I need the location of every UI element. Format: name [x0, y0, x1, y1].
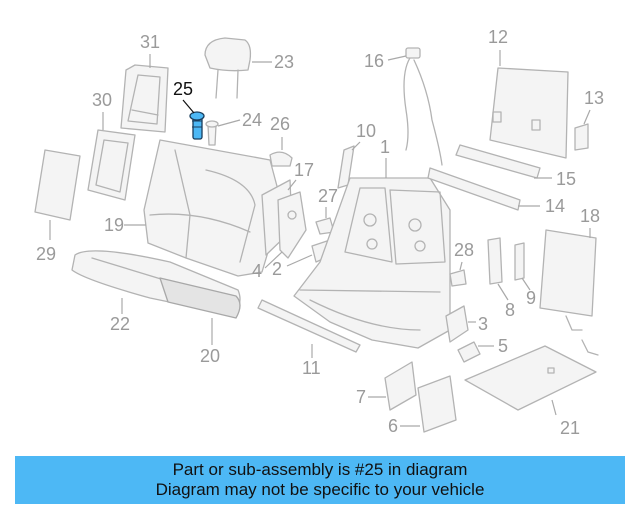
label-25: 25 [173, 79, 193, 99]
banner-line-2: Diagram may not be specific to your vehi… [155, 480, 485, 499]
part-18[interactable] [539, 229, 597, 331]
label-13: 13 [584, 88, 604, 108]
label-18: 18 [580, 206, 600, 226]
leader-17 [287, 179, 297, 191]
part-23[interactable] [204, 37, 252, 99]
label-21: 21 [560, 418, 580, 438]
leader-2 [286, 254, 313, 267]
part-1[interactable] [293, 177, 451, 349]
label-29: 29 [36, 244, 56, 264]
label-28: 28 [454, 240, 474, 260]
leader-10 [351, 141, 361, 151]
part-11[interactable] [257, 299, 361, 353]
label-1: 1 [380, 137, 390, 157]
part-29[interactable] [34, 149, 81, 221]
label-7: 7 [356, 387, 366, 407]
leader-21 [551, 399, 557, 416]
part-3[interactable] [445, 305, 469, 343]
label-20: 20 [200, 346, 220, 366]
label-14: 14 [545, 196, 565, 216]
label-26: 26 [270, 114, 290, 134]
part-26[interactable] [269, 151, 293, 167]
leader-25 [182, 99, 195, 114]
label-22: 22 [110, 314, 130, 334]
part-20[interactable] [159, 277, 241, 319]
part-28[interactable] [449, 269, 467, 287]
part-5[interactable] [457, 341, 481, 363]
part-12[interactable] [489, 67, 569, 159]
part-13[interactable] [574, 123, 589, 151]
part-16[interactable] [403, 47, 443, 166]
label-6: 6 [388, 416, 398, 436]
label-4: 4 [252, 261, 262, 281]
label-19: 19 [104, 215, 124, 235]
leader-13 [583, 109, 591, 125]
part-9[interactable] [514, 242, 525, 281]
label-31: 31 [140, 32, 160, 52]
leader-4 [264, 251, 283, 269]
part-31[interactable] [120, 64, 169, 133]
part-8[interactable] [487, 237, 503, 285]
part-19[interactable] [143, 139, 283, 277]
part-21[interactable] [464, 339, 599, 411]
label-24: 24 [242, 110, 262, 130]
part-4[interactable] [277, 191, 307, 259]
label-30: 30 [92, 90, 112, 110]
banner-line-1: Part or sub-assembly is #25 in diagram [172, 460, 468, 479]
part-6[interactable] [417, 375, 457, 433]
info-banner: Part or sub-assembly is #25 in diagram D… [15, 456, 625, 504]
label-27: 27 [318, 186, 338, 206]
part-30[interactable] [87, 129, 136, 201]
label-5: 5 [498, 336, 508, 356]
label-23: 23 [274, 52, 294, 72]
label-10: 10 [356, 121, 376, 141]
label-2: 2 [272, 259, 282, 279]
part-7[interactable] [384, 361, 417, 411]
label-8: 8 [505, 300, 515, 320]
leader-8 [497, 283, 509, 301]
leader-9 [521, 277, 531, 291]
leader-28 [459, 261, 463, 271]
part-25[interactable] [189, 111, 205, 140]
label-9: 9 [526, 288, 536, 308]
part-24[interactable] [205, 120, 219, 146]
leader-16 [387, 55, 407, 61]
leader-24 [217, 119, 241, 127]
part-14[interactable] [427, 167, 521, 211]
label-3: 3 [478, 314, 488, 334]
part-15[interactable] [455, 144, 541, 179]
label-15: 15 [556, 169, 576, 189]
label-12: 12 [488, 27, 508, 47]
label-11: 11 [302, 358, 321, 378]
parts-diagram: 31 23 30 29 25 24 26 [34, 27, 604, 438]
label-17: 17 [294, 160, 314, 180]
label-16: 16 [364, 51, 384, 71]
